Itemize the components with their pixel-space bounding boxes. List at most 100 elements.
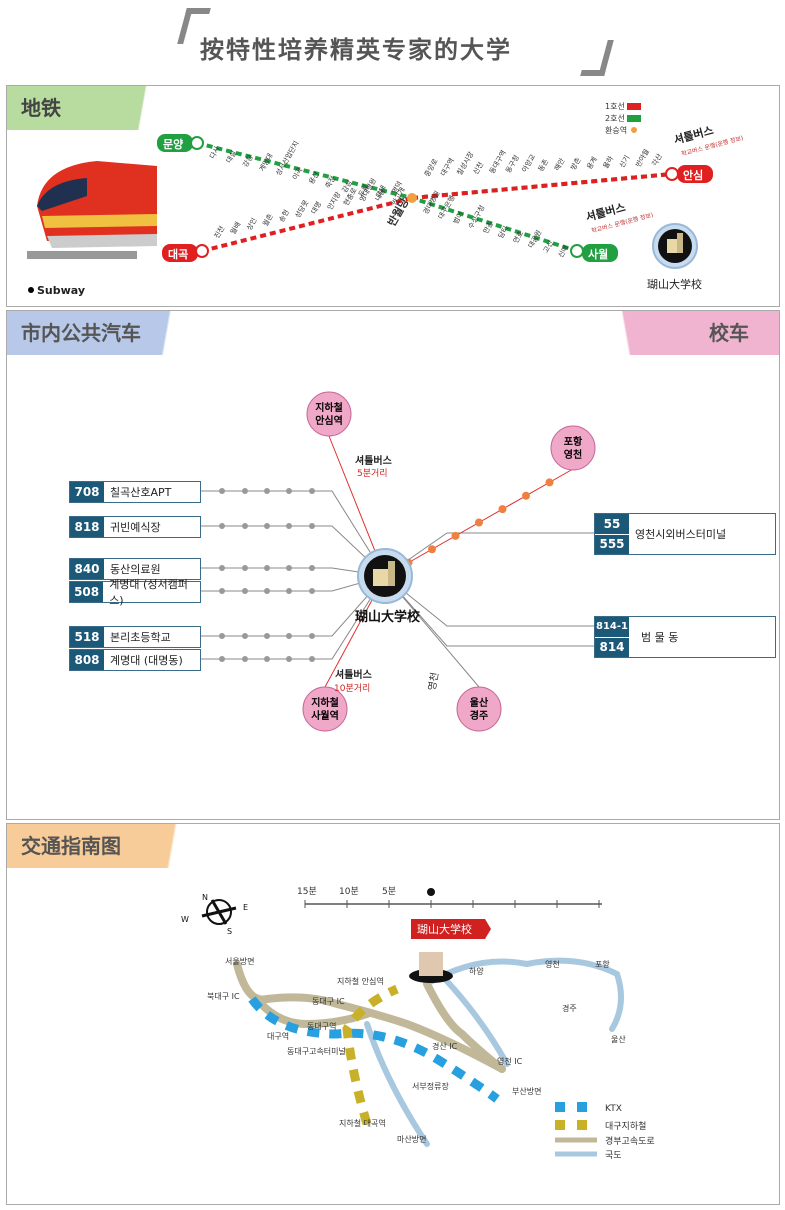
svg-text:문양: 문양 (163, 137, 183, 151)
svg-text:15분: 15분 (297, 886, 317, 897)
train-illustration (27, 161, 157, 259)
svg-text:W: W (181, 915, 189, 924)
line1-station-label: 월배 (228, 220, 242, 236)
line2-east-end[interactable]: 사월 (570, 244, 618, 262)
guide-place-label: 울산 (611, 1034, 626, 1044)
circle-sawol[interactable]: 지하철 사월역 (302, 686, 348, 732)
svg-text:대곡: 대곡 (168, 247, 188, 261)
route-number: 818 (70, 517, 104, 537)
svg-text:E: E (243, 903, 248, 912)
shuttle-bottom-label: 셔틀버스 (335, 668, 372, 681)
guide-place-label: 포항 (595, 960, 610, 969)
subway-legend: 1호선 2호선 환승역 (605, 102, 641, 135)
route-number: 518 (70, 627, 104, 647)
line1-east-station-label: 해안 (552, 156, 567, 172)
line1-station-label: 성당못 (293, 198, 311, 220)
guide-place-label: 하양 (469, 966, 484, 976)
guide-place-label: 동대구역 (307, 1021, 336, 1031)
svg-text:5분: 5분 (382, 886, 396, 897)
school-label: 瑚山大学校 (647, 277, 702, 291)
svg-text:사월: 사월 (588, 247, 608, 261)
route-destination: 귀빈예식장 (110, 521, 161, 534)
bus-tab[interactable]: 市内公共汽车 (7, 311, 202, 355)
route-destination: 계명대 (성서캠퍼스) (109, 578, 188, 607)
transfer-station-marker (407, 193, 417, 203)
svg-text:瑚山大学校: 瑚山大学校 (417, 922, 472, 936)
shuttle-stop-dot (522, 491, 530, 500)
guide-place-label: 지하철 안심역 (337, 976, 384, 986)
bus-stop-dot (219, 523, 225, 529)
guide-panel: 交通指南图 15분 10분 5분 N E S W (6, 823, 780, 1205)
school-icon[interactable] (652, 223, 698, 269)
daegu-subway-route (342, 984, 399, 1126)
bus-stop-dot (309, 523, 315, 529)
svg-text:지하철: 지하철 (311, 696, 339, 709)
route-55-555-box[interactable]: 55 555 영천시외버스터미널 (594, 513, 776, 555)
bus-stop-dot (286, 488, 292, 494)
shuttle-top-distance: 5분거리 (357, 468, 388, 479)
bus-stop-dot (309, 588, 315, 594)
svg-text:2호선: 2호선 (605, 114, 625, 123)
subway-tab[interactable]: 地铁 (7, 86, 172, 130)
shuttle-tab[interactable]: 校车 (579, 311, 779, 355)
guide-place-label: 경산 IC (432, 1041, 458, 1051)
national-roads (364, 957, 624, 1147)
bus-stop-dot (264, 565, 270, 571)
bus-route-line (384, 532, 594, 577)
svg-text:지하철: 지하철 (315, 401, 343, 414)
subway-caption: Subway (37, 284, 85, 297)
guide-place-label: 부산방면 (512, 1086, 541, 1096)
line1-west-end[interactable]: 대곡 (162, 244, 209, 262)
circle-ansim[interactable]: 지하철 안심역 (306, 391, 352, 437)
subway-bullet (28, 287, 34, 293)
line2-east-station-label: 대공원 (526, 228, 543, 249)
svg-text:환승역: 환승역 (605, 125, 627, 135)
ktx-route (248, 996, 500, 1103)
bus-stop-dot (264, 488, 270, 494)
route-814-box[interactable]: 814-1 814 범 물 동 (594, 616, 776, 658)
line1-east-station-label: 각산 (650, 152, 665, 168)
svg-text:경부고속도로: 경부고속도로 (605, 1135, 655, 1147)
line2-station-label: 계명대 (257, 152, 274, 173)
route-number: 508 (70, 582, 104, 602)
center-school-label: 瑚山大学校 (355, 609, 421, 625)
line1-east-station-label: 용계 (585, 155, 599, 171)
svg-text:안심역: 안심역 (315, 414, 343, 427)
svg-text:국도: 국도 (605, 1150, 622, 1161)
line1-station-label: 안지랑 (325, 190, 343, 212)
line1-station-label: 대명 (309, 200, 323, 216)
center-school-icon[interactable] (357, 548, 413, 604)
route-num-814: 814 (595, 637, 629, 657)
guide-place-label: 동대구고속터미널 (287, 1047, 346, 1056)
guide-place-label: 대구역 (267, 1031, 289, 1041)
guide-school-marker[interactable]: 瑚山大学校 (409, 919, 491, 983)
route-box-818[interactable]: 818 귀빈예식장 (69, 516, 201, 538)
circle-ulsan[interactable]: 울산 경주 (456, 686, 502, 732)
guide-map: 15분 10분 5분 N E S W (181, 886, 655, 1161)
line2-west-end[interactable]: 문양 (157, 134, 204, 152)
bus-stop-dot (242, 488, 248, 494)
shuttle-bottom-distance: 10분거리 (334, 683, 370, 694)
route-num-555: 555 (595, 534, 629, 554)
shuttle-stop-dot (451, 531, 460, 540)
bus-stop-dot (286, 565, 292, 571)
line1-station-label: 월촌 (261, 212, 276, 228)
bus-route-line (384, 575, 594, 647)
guide-tab[interactable]: 交通指南图 (7, 824, 257, 868)
circle-pohang[interactable]: 포항 영천 (550, 425, 596, 471)
route-num-814-1: 814-1 (595, 617, 629, 638)
yeongcheon-label: 영천 (426, 671, 441, 691)
line1-east-end[interactable]: 안심 (665, 165, 713, 183)
bus-stop-dot (309, 633, 315, 639)
route-destination: 동산의료원 (110, 563, 161, 576)
page-header: 按特性培养精英专家的大学 (0, 0, 785, 80)
page-title: 按特性培养精英专家的大学 (200, 36, 512, 64)
bus-stop-dot (286, 633, 292, 639)
shuttle-stop-dot (545, 478, 554, 487)
svg-text:경주: 경주 (470, 709, 488, 722)
